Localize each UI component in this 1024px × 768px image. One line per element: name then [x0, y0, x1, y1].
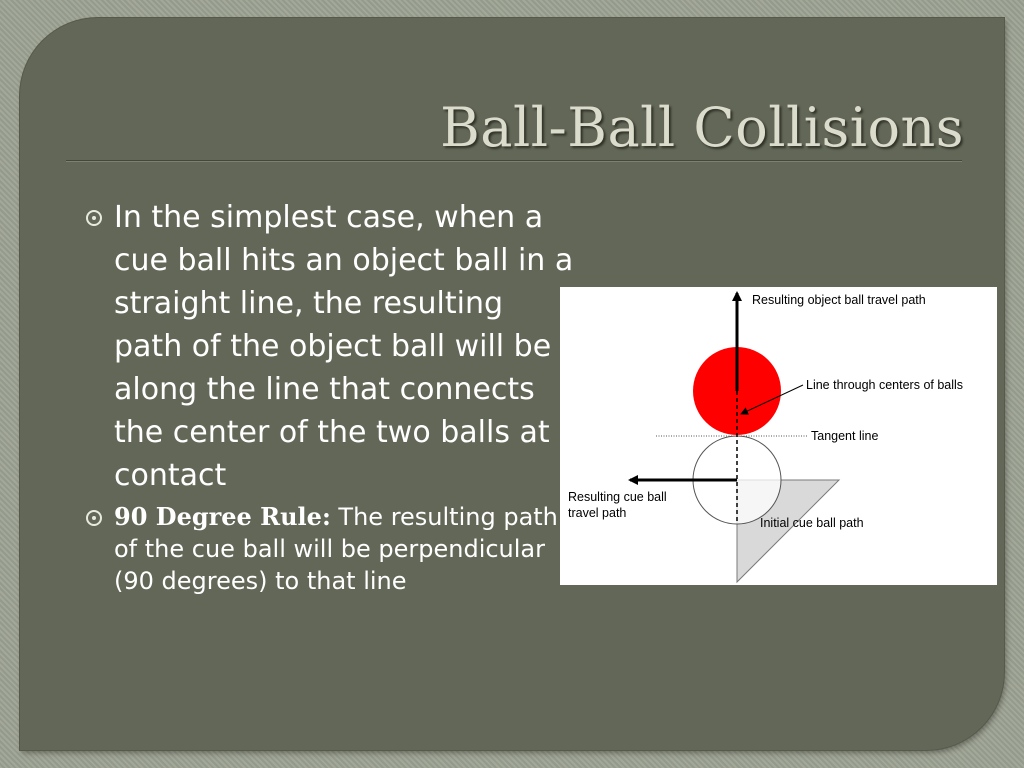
slide: Ball-Ball Collisions In the simplest cas… — [20, 18, 1004, 750]
centers-leader-line — [740, 384, 804, 415]
slide-title: Ball-Ball Collisions — [440, 96, 964, 159]
bullet-list: In the simplest case, when a cue ball hi… — [66, 196, 576, 597]
bullet-item: In the simplest case, when a cue ball hi… — [66, 196, 576, 497]
bullet-item: 90 Degree Rule: The resulting path of th… — [66, 501, 576, 597]
bullet-text: The resulting path of the cue ball will … — [114, 503, 558, 595]
label-object-path: Resulting object ball travel path — [752, 293, 926, 307]
label-cue-path-2: travel path — [568, 506, 626, 520]
label-tangent-line: Tangent line — [811, 429, 878, 443]
bullet-circle-icon — [86, 210, 102, 226]
bullet-bold-lead: 90 Degree Rule: — [114, 502, 331, 531]
label-centers-line: Line through centers of balls — [806, 378, 963, 392]
collision-diagram-svg: Resulting object ball travel path Line t… — [568, 291, 963, 584]
label-cue-path: Resulting cue ball — [568, 490, 667, 504]
bullet-circle-icon — [86, 510, 102, 526]
collision-diagram: Resulting object ball travel path Line t… — [560, 287, 997, 585]
title-divider — [66, 160, 962, 162]
label-initial-path: Initial cue ball path — [760, 516, 864, 530]
bullet-text: In the simplest case, when a cue ball hi… — [114, 200, 574, 493]
